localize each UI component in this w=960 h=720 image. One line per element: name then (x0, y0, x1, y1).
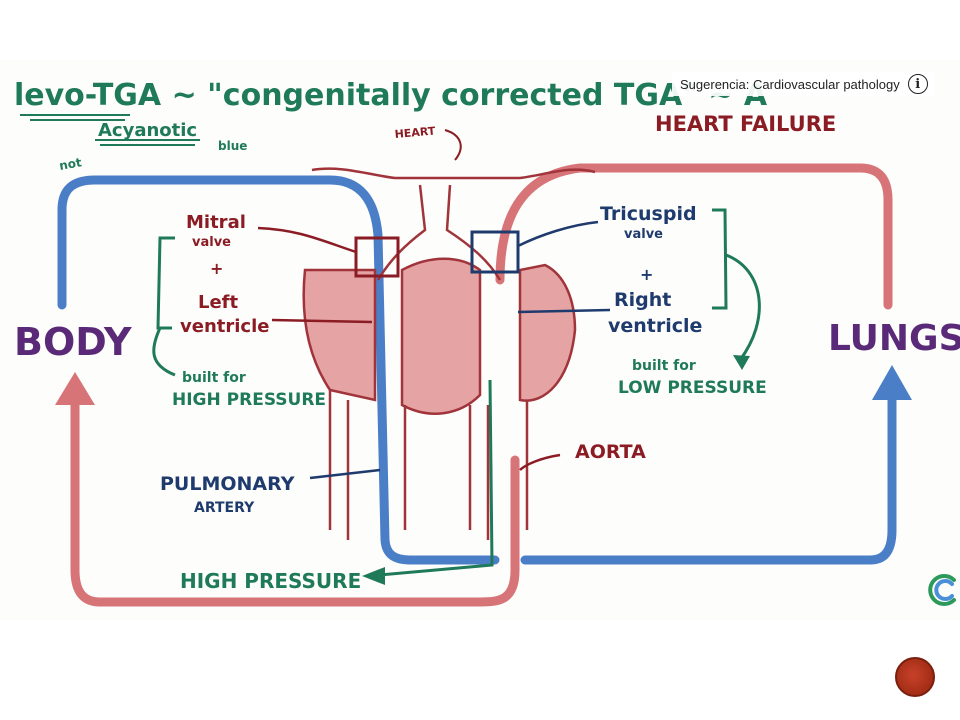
red-arrowhead-body (55, 372, 95, 405)
high-pressure-left: HIGH PRESSURE (172, 390, 326, 410)
suggestion-prefix: Sugerencia: (680, 76, 753, 92)
left-ventricle-pointer (271, 318, 373, 324)
blue-circulation-right (520, 390, 897, 565)
heart-label: HEART (394, 124, 436, 141)
heart-failure-label: HEART FAILURE (655, 112, 836, 136)
tricuspid-valve-box (470, 230, 520, 274)
mitral-label: Mitral (186, 212, 246, 233)
built-for-right: built for (632, 358, 696, 374)
right-ventricle-label: ventricle (608, 315, 702, 337)
right-bracket (712, 208, 761, 361)
next-slide-button[interactable] (895, 657, 935, 697)
high-pressure-bottom-label: HIGH PRESSURE (180, 569, 361, 593)
suggestion-text: Sugerencia: Cardiovascular pathology (680, 77, 900, 92)
mitral-pointer (257, 226, 357, 254)
right-bracket-arrowhead (733, 355, 750, 370)
mitral-valve-box (354, 236, 400, 278)
pulmonary-label: PULMONARY (160, 473, 295, 495)
suggestion-card[interactable]: Sugerencia: Cardiovascular pathology i (672, 72, 934, 96)
right-label: Right (614, 289, 671, 311)
tricuspid-valve-label: valve (624, 227, 663, 242)
aorta-pointer (519, 453, 561, 471)
lungs-label: LUNGS (828, 318, 960, 359)
acyanotic-underline (95, 139, 200, 146)
plus-left: + (210, 259, 223, 278)
built-for-left: built for (182, 370, 246, 386)
heart-pointer (444, 129, 462, 161)
aorta-label: AORTA (575, 441, 646, 463)
suggestion-topic: Cardiovascular pathology (753, 76, 900, 92)
not-label: not (58, 155, 83, 173)
video-frame[interactable]: levo-TGA ~ "congenitally corrected TGA" … (0, 60, 960, 620)
right-ventricle-pointer (517, 308, 611, 314)
slide-top-margin (0, 0, 960, 60)
mitral-valve-label: valve (192, 235, 231, 250)
pulmonary-pointer (309, 468, 381, 480)
red-circulation-bottom (70, 397, 520, 607)
artery-label: ARTERY (194, 500, 255, 516)
left-label: Left (198, 292, 239, 313)
info-icon[interactable]: i (907, 74, 928, 94)
plus-right: + (640, 265, 653, 284)
acyanotic-label: Acyanotic (98, 120, 197, 141)
levo-tga-diagram: levo-TGA ~ "congenitally corrected TGA" … (14, 78, 960, 607)
heart-drawing (302, 167, 596, 540)
blue-arrowhead-lungs (872, 365, 912, 400)
body-label: BODY (14, 320, 132, 364)
loading-spinner-icon (928, 574, 956, 606)
left-bracket (152, 236, 176, 377)
title-underline (20, 114, 130, 121)
diagram-title: levo-TGA ~ "congenitally corrected TGA" … (14, 78, 768, 113)
green-high-pressure-line (379, 379, 494, 577)
tricuspid-pointer (517, 220, 599, 248)
blue-label: blue (218, 139, 247, 153)
tricuspid-label: Tricuspid (600, 203, 697, 225)
left-ventricle-label: ventricle (180, 316, 269, 337)
low-pressure-label: LOW PRESSURE (618, 378, 767, 398)
blue-circulation-left (57, 175, 500, 565)
green-arrowhead (362, 567, 385, 585)
